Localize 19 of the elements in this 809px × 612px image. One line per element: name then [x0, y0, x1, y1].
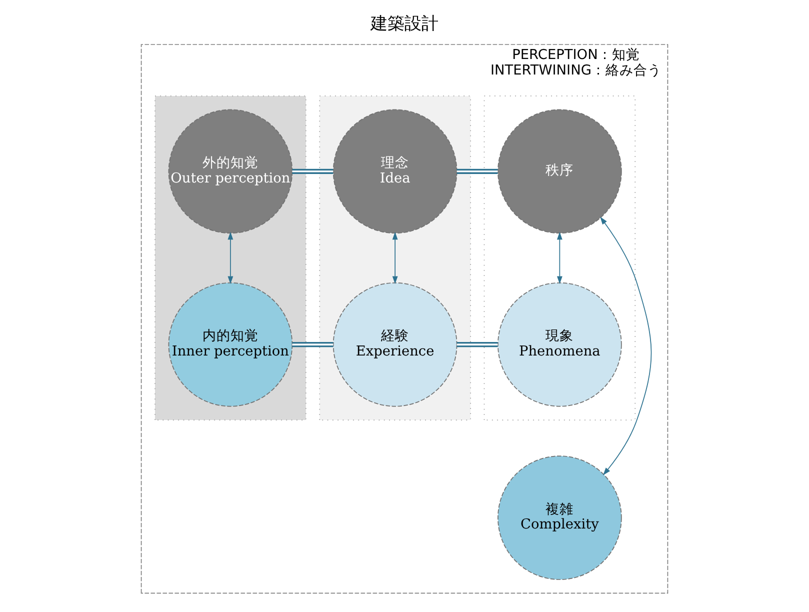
diagram-title: 建築設計: [370, 14, 438, 34]
node-circle: 内的知覚 Inner perception: [168, 282, 293, 407]
connector: [292, 342, 334, 348]
node-circle: 外的知覚 Outer perception: [168, 109, 293, 234]
arrow: [556, 232, 562, 284]
connector: [456, 342, 498, 348]
node-circle: 理念 Idea: [332, 109, 458, 234]
node-circle: 経験 Experience: [332, 282, 458, 407]
node-circle: 複雑 Complexity: [498, 456, 622, 580]
cluster: [154, 96, 306, 420]
connector: [456, 168, 498, 174]
node-circle: 秩序: [498, 109, 622, 234]
arrow: [600, 216, 652, 476]
arrow: [228, 232, 234, 284]
cluster: [319, 96, 471, 420]
arrow: [392, 232, 398, 284]
connector: [292, 168, 334, 174]
node-circle: 現象 Phenomena: [498, 282, 622, 407]
cluster: [484, 96, 636, 420]
